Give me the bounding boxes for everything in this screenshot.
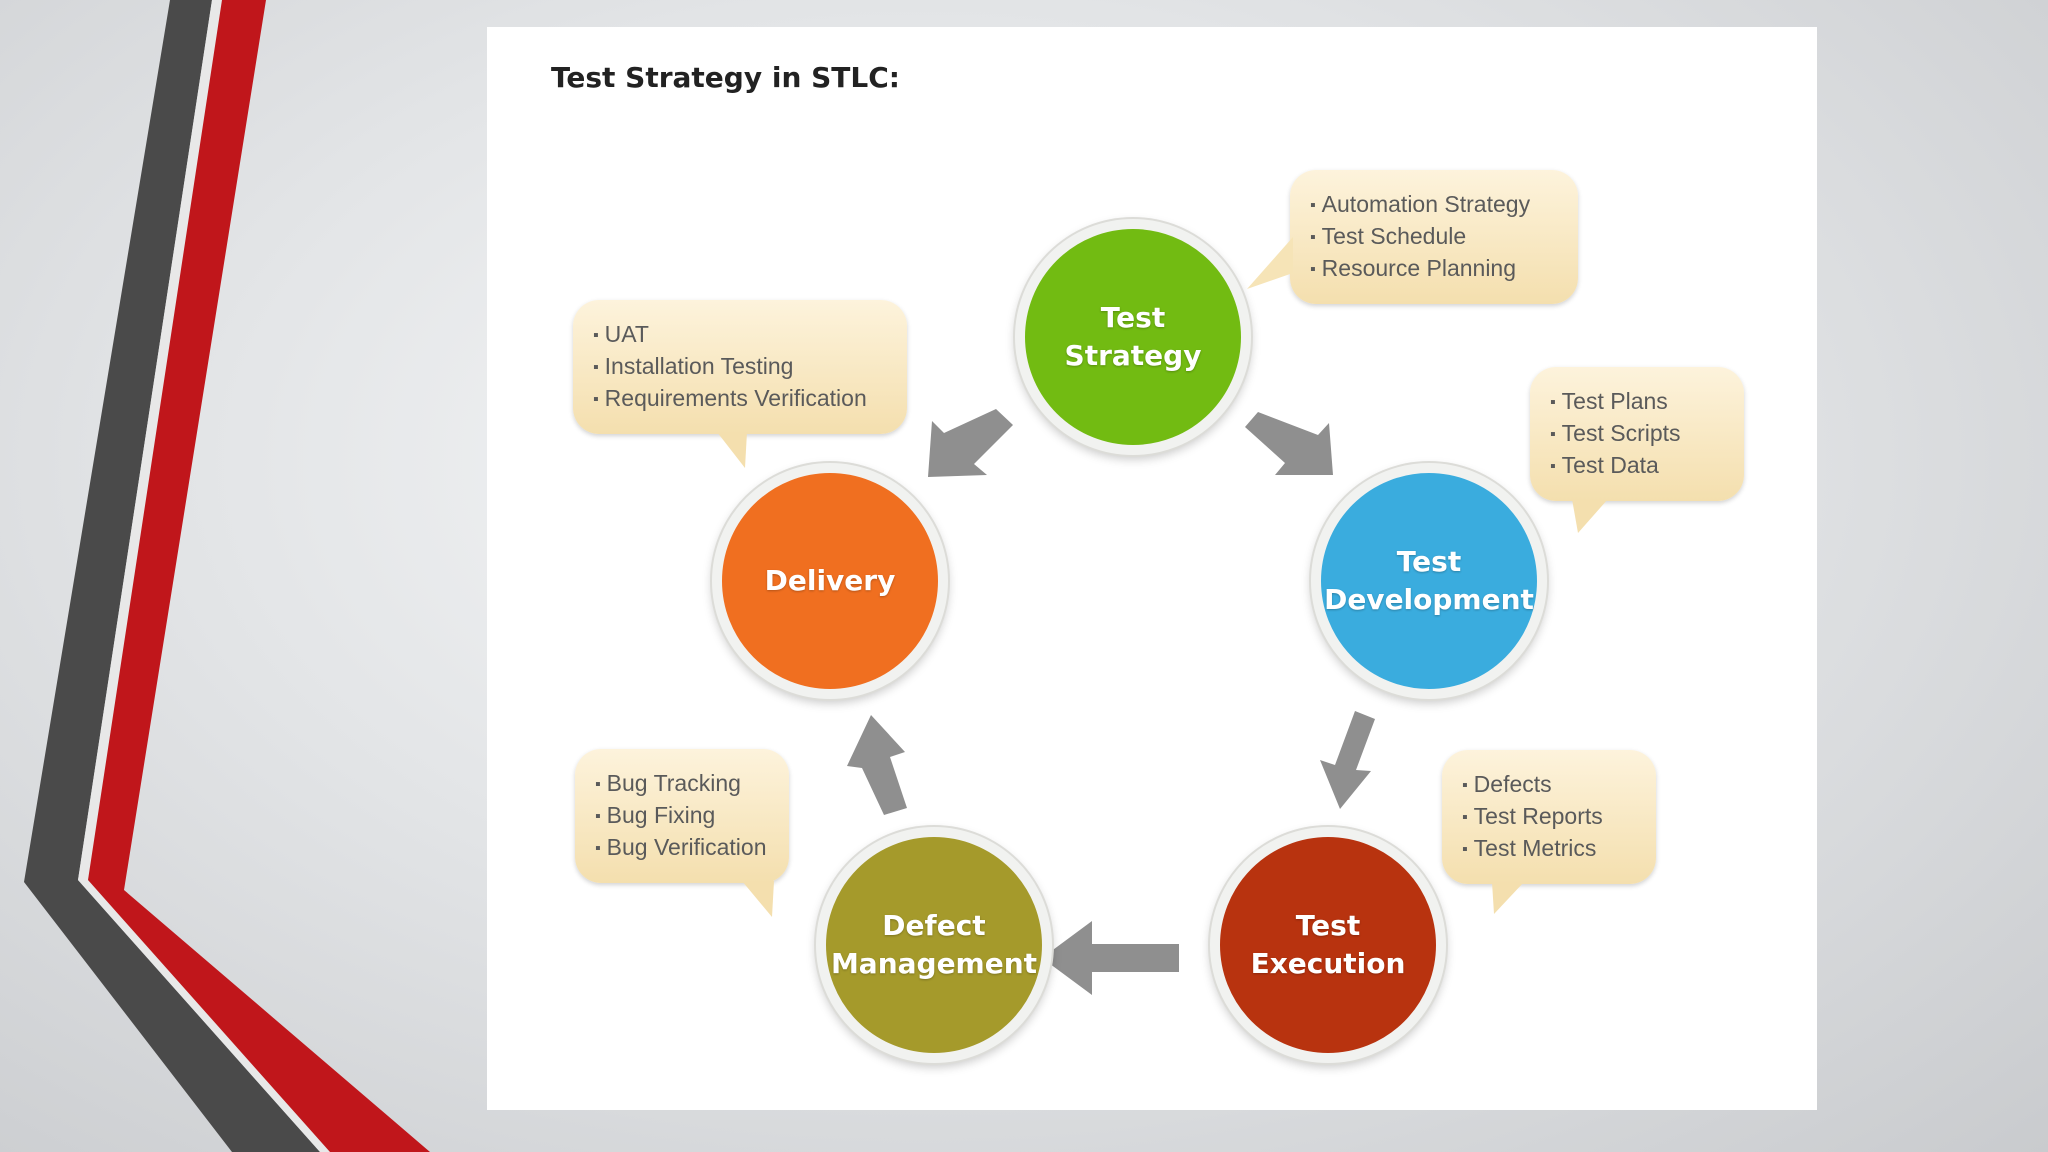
arrow-delivery-to-strategy — [928, 409, 1013, 477]
gray-stripe — [24, 0, 320, 1152]
callout-item: Bug Tracking — [595, 769, 769, 801]
stage-label: Test Execution — [1250, 909, 1406, 980]
white-stripe — [78, 0, 330, 1152]
callout-item: Installation Testing — [593, 352, 887, 384]
arrow-development-to-execution — [1320, 711, 1375, 809]
diagram-panel: Test Strategy in STLC: Test Strategy Tes… — [487, 27, 1817, 1110]
red-stripe — [88, 0, 430, 1152]
callout-test-execution: Defects Test Reports Test Metrics — [1442, 750, 1656, 884]
callout-item: Bug Fixing — [595, 801, 769, 833]
stage-delivery: Delivery — [712, 463, 948, 699]
stage-test-strategy: Test Strategy — [1015, 219, 1251, 455]
callout-tail — [1572, 499, 1608, 533]
callout-item: Test Reports — [1462, 802, 1636, 834]
stage-test-development: Test Development — [1311, 463, 1547, 699]
callout-tail — [1247, 237, 1293, 289]
callout-item: Bug Verification — [595, 833, 769, 865]
stage-label: Defect Management — [830, 909, 1038, 980]
callout-item: Test Scripts — [1550, 419, 1724, 451]
callout-tail — [1492, 882, 1524, 914]
callout-test-strategy: Automation Strategy Test Schedule Resour… — [1290, 170, 1578, 304]
diagram-title: Test Strategy in STLC: — [551, 61, 900, 94]
stage-label: Test Strategy — [1064, 301, 1202, 372]
callout-item: Requirements Verification — [593, 384, 887, 416]
stage-defect-management: Defect Management — [816, 827, 1052, 1063]
callout-item: Test Data — [1550, 451, 1724, 483]
callout-item: Resource Planning — [1310, 254, 1558, 286]
callout-defect-management: Bug Tracking Bug Fixing Bug Verification — [575, 749, 789, 883]
flow-arrows — [847, 409, 1375, 995]
stage-test-execution: Test Execution — [1210, 827, 1446, 1063]
callout-item: Test Schedule — [1310, 222, 1558, 254]
callout-delivery: UAT Installation Testing Requirements Ve… — [573, 300, 907, 434]
stage-label: Delivery — [764, 564, 896, 597]
callout-tail — [717, 432, 747, 468]
callout-item: Defects — [1462, 770, 1636, 802]
callout-item: UAT — [593, 320, 887, 352]
callout-item: Automation Strategy — [1310, 190, 1558, 222]
arrow-strategy-to-development — [1245, 412, 1333, 475]
callout-test-development: Test Plans Test Scripts Test Data — [1530, 367, 1744, 501]
callout-tail — [742, 881, 774, 917]
stage-label: Test Development — [1324, 545, 1534, 616]
callout-item: Test Metrics — [1462, 834, 1636, 866]
callout-item: Test Plans — [1550, 387, 1724, 419]
arrow-defect-to-delivery — [847, 715, 907, 815]
arrow-execution-to-defect — [1042, 921, 1179, 995]
